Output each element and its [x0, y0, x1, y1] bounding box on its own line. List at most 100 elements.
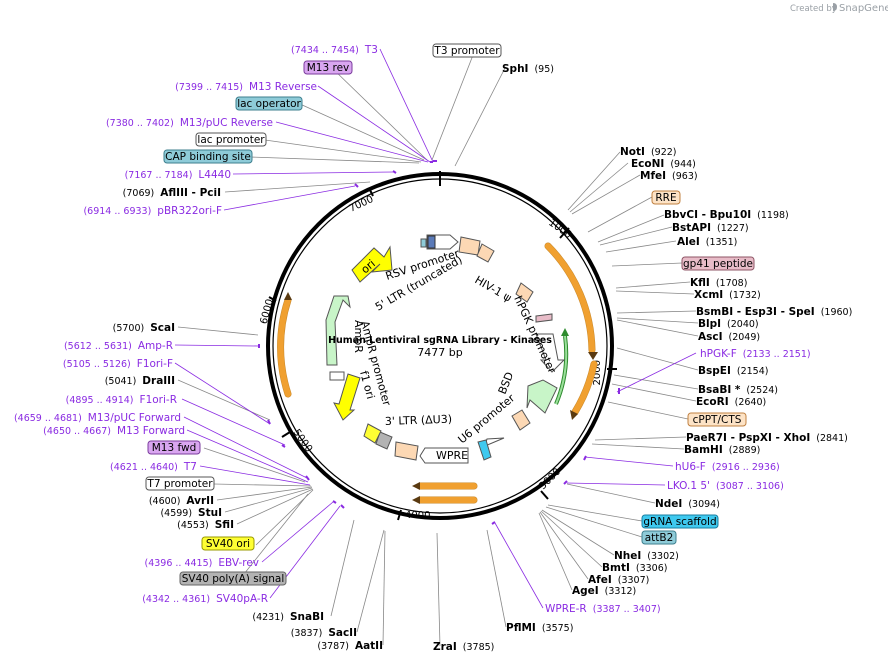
primer-site[interactable]: hPGK-F(2133 .. 2151): [700, 348, 811, 360]
enzyme-site[interactable]: (5041)DraIII: [105, 375, 175, 387]
enzyme-site[interactable]: (5700)ScaI: [113, 322, 175, 334]
feature-wpre: WPRE: [436, 449, 468, 462]
enzyme-site[interactable]: PaeR7I - PspXI - XhoI(2841): [686, 432, 848, 444]
enzyme-site[interactable]: BsmBI - Esp3I - SpeI(1960): [696, 306, 852, 318]
enzyme-site[interactable]: BstAPI(1227): [672, 222, 749, 234]
boxed-labels: T3 promoter M13 rev lac operator lac pro…: [145, 43, 755, 586]
primer-site[interactable]: LKO.1 5'(3087 .. 3106): [667, 480, 784, 492]
tick-label: 2000: [592, 360, 603, 385]
feature-box-t3-promoter[interactable]: T3 promoter: [432, 43, 502, 58]
svg-text:lac operator: lac operator: [237, 98, 301, 110]
enzyme-site[interactable]: (4600)AvrII: [149, 495, 214, 507]
enzyme-site[interactable]: (3837)SacII: [291, 627, 357, 639]
primer-site[interactable]: (4621 .. 4640)T7: [110, 461, 197, 473]
enzyme-site[interactable]: NdeI(3094): [655, 498, 720, 510]
primer-labels-left: (7434 .. 7454)T3 (7399 .. 7415)M13 Rever…: [14, 44, 378, 605]
feature-ampr: AmpR: [352, 320, 365, 353]
enzyme-site[interactable]: AfeI(3307): [588, 574, 649, 586]
svg-text:lac promoter: lac promoter: [197, 134, 265, 146]
enzyme-site[interactable]: SphI(95): [502, 63, 554, 75]
enzyme-site[interactable]: AleI(1351): [677, 236, 737, 248]
feature-box-sv40-polya[interactable]: SV40 poly(A) signal: [179, 571, 287, 586]
feature-u6-promoter: U6 promoter: [456, 391, 518, 446]
enzyme-site[interactable]: EcoRI(2640): [696, 396, 766, 408]
enzyme-labels-bottom: (3837)SacII (3787)AatII ZraI(3785): [291, 627, 495, 653]
enzyme-site[interactable]: BmtI(3306): [602, 562, 667, 574]
primer-labels-right: hPGK-F(2133 .. 2151) hU6-F(2916 .. 2936)…: [545, 348, 811, 615]
feature-box-cap-binding-site[interactable]: CAP binding site: [163, 149, 253, 164]
enzyme-site[interactable]: BbvCI - Bpu10I(1198): [664, 209, 789, 221]
svg-text:T3 promoter: T3 promoter: [433, 45, 500, 57]
primer-site[interactable]: (7399 .. 7415)M13 Reverse: [175, 81, 317, 93]
enzyme-site[interactable]: BsaBI *(2524): [698, 384, 778, 396]
feature-3-ltr: 3' LTR (ΔU3): [385, 413, 453, 428]
enzyme-site[interactable]: NotI(922): [620, 146, 676, 158]
svg-text:CAP binding site: CAP binding site: [165, 151, 251, 163]
enzyme-site[interactable]: BamHI(2889): [684, 444, 760, 456]
enzyme-site[interactable]: (3787)AatII: [317, 640, 383, 652]
svg-text:gp41 peptide: gp41 peptide: [683, 258, 753, 270]
svg-text:RRE: RRE: [655, 192, 676, 204]
primer-site[interactable]: (4396 .. 4415)EBV-rev: [145, 557, 260, 569]
enzyme-site[interactable]: AgeI(3312): [572, 585, 636, 597]
enzyme-labels-right: SphI(95) NotI(922) EcoNI(944) MfeI(963) …: [502, 63, 852, 634]
enzyme-site[interactable]: MfeI(963): [640, 170, 698, 182]
enzyme-site[interactable]: BspEI(2154): [698, 365, 768, 377]
enzyme-site[interactable]: XcmI(1732): [694, 289, 761, 301]
leader-lines: [174, 48, 699, 647]
primer-site[interactable]: (7434 .. 7454)T3: [291, 44, 378, 56]
svg-text:T7 promoter: T7 promoter: [146, 478, 213, 490]
feature-shapes: [325, 234, 566, 464]
primer-site[interactable]: (4650 .. 4667)M13 Forward: [43, 425, 185, 437]
snapgene-logo-icon: [833, 3, 837, 11]
tick-label: 5000: [291, 427, 315, 454]
primer-site[interactable]: (4659 .. 4681)M13/pUC Forward: [14, 412, 181, 424]
tick-label: 4000: [405, 510, 430, 521]
feature-bsd: BSD: [496, 370, 517, 396]
primer-site[interactable]: (4895 .. 4914)F1ori-R: [66, 394, 177, 406]
feature-box-t7-promoter[interactable]: T7 promoter: [145, 476, 215, 491]
enzyme-site[interactable]: EcoNI(944): [631, 158, 696, 170]
feature-box-grna-scaffold[interactable]: gRNA scaffold: [641, 514, 719, 529]
enzyme-site[interactable]: ZraI(3785): [433, 641, 494, 653]
svg-text:M13 fwd: M13 fwd: [152, 442, 197, 454]
svg-text:gRNA scaffold: gRNA scaffold: [643, 516, 716, 528]
primer-site[interactable]: (5105 .. 5126)F1ori-F: [63, 358, 173, 370]
feature-box-attb2[interactable]: attB2: [641, 530, 677, 545]
enzyme-site[interactable]: AscI(2049): [698, 331, 760, 343]
primer-site[interactable]: (7380 .. 7402)M13/pUC Reverse: [106, 117, 273, 129]
primer-site[interactable]: (7167 .. 7184)L4440: [125, 169, 231, 181]
tick-marks: [268, 171, 617, 521]
feature-box-rre[interactable]: RRE: [651, 190, 681, 205]
enzyme-site[interactable]: (4599)StuI: [160, 507, 222, 519]
feature-box-lac-promoter[interactable]: lac promoter: [195, 132, 267, 147]
enzyme-site[interactable]: BlpI(2040): [698, 318, 759, 330]
credit-brand[interactable]: SnapGene: [839, 3, 888, 14]
svg-text:attB2: attB2: [645, 532, 674, 544]
svg-text:M13 rev: M13 rev: [307, 62, 350, 74]
primer-site[interactable]: WPRE-R(3387 .. 3407): [545, 603, 661, 615]
enzyme-labels-left: (7069)AflIII - PciI (5700)ScaI (5041)Dra…: [105, 187, 324, 623]
bsd-arc: [554, 328, 569, 405]
primer-site[interactable]: hU6-F(2916 .. 2936): [675, 461, 780, 473]
plasmid-length: 7477 bp: [417, 346, 462, 359]
credit-prefix: Created by: [790, 4, 837, 14]
svg-text:SV40 ori: SV40 ori: [206, 538, 250, 550]
enzyme-site[interactable]: PflMI(3575): [506, 622, 573, 634]
enzyme-site[interactable]: NheI(3302): [614, 550, 679, 562]
feature-box-m13-fwd[interactable]: M13 fwd: [147, 440, 201, 455]
enzyme-site[interactable]: (4231)SnaBI: [252, 611, 324, 623]
primer-site[interactable]: (4342 .. 4361)SV40pA-R: [142, 593, 268, 605]
enzyme-site[interactable]: KflI(1708): [690, 277, 747, 289]
svg-text:SV40 poly(A) signal: SV40 poly(A) signal: [182, 573, 285, 585]
primer-site[interactable]: (5612 .. 5631)Amp-R: [64, 340, 173, 352]
feature-box-gp41-peptide[interactable]: gp41 peptide: [681, 256, 755, 271]
primer-marks: [258, 160, 620, 525]
enzyme-site[interactable]: (4553)SfiI: [177, 519, 234, 531]
feature-box-m13-rev[interactable]: M13 rev: [303, 60, 353, 75]
feature-box-sv40-ori[interactable]: SV40 ori: [201, 536, 255, 551]
feature-box-lac-operator[interactable]: lac operator: [235, 96, 303, 111]
primer-site[interactable]: (6914 .. 6933)pBR322ori-F: [83, 205, 222, 217]
enzyme-site[interactable]: (7069)AflIII - PciI: [123, 187, 221, 199]
feature-box-cppt-cts[interactable]: cPPT/CTS: [687, 412, 747, 427]
